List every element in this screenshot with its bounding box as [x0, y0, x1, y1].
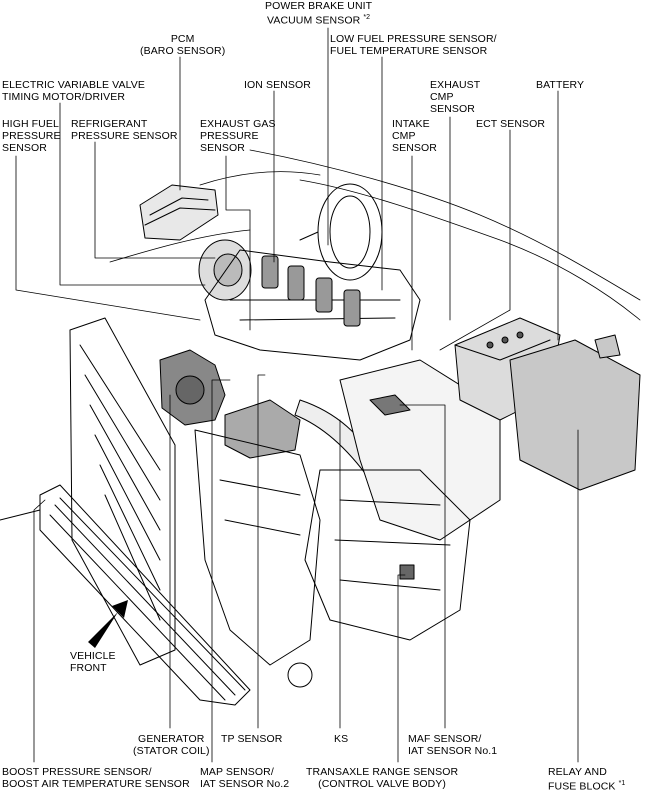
label-line: TRANSAXLE RANGE SENSOR [306, 766, 459, 778]
label-line: INTAKE [392, 118, 430, 130]
label-line: GENERATOR [138, 733, 205, 745]
label-intake-cmp-sensor: INTAKE CMP SENSOR [392, 118, 437, 154]
label-line: RELAY AND [548, 766, 607, 778]
label-line: BOOST AIR TEMPERATURE SENSOR [2, 778, 190, 790]
vvt-motor [198, 239, 252, 301]
vehicle-front-arrow [88, 600, 128, 648]
label-ect-sensor: ECT SENSOR [476, 118, 545, 130]
label-line: (CONTROL VALVE BODY) [318, 778, 446, 790]
label-line: EXHAUST GAS [200, 118, 276, 130]
leader-lines [15, 27, 579, 763]
label-map-sensor: MAP SENSOR/ IAT SENSOR No.2 [200, 766, 289, 790]
label-exhaust-cmp-sensor: EXHAUST CMP SENSOR [430, 79, 480, 115]
label-line: PCM [170, 33, 195, 45]
label-line: SENSOR [392, 142, 437, 154]
label-line: CMP [430, 91, 454, 103]
label-line: MAF SENSOR/ [408, 733, 482, 745]
label-power-brake-unit-vacuum-sensor: POWER BRAKE UNIT VACUUM SENSOR *2 [265, 0, 372, 27]
label-line: PRESSURE [2, 130, 61, 142]
label-maf-sensor: MAF SENSOR/ IAT SENSOR No.1 [408, 733, 497, 757]
label-line: TP SENSOR [221, 733, 283, 745]
label-line: REFRIGERANT [71, 118, 148, 130]
label-ks: KS [334, 733, 348, 745]
label-tp-sensor: TP SENSOR [221, 733, 282, 745]
label-line: FRONT [70, 662, 107, 674]
label-text: FUSE BLOCK [548, 780, 616, 790]
label-line: POWER BRAKE UNIT [265, 0, 373, 12]
label-line: BOOST PRESSURE SENSOR/ [2, 766, 152, 778]
label-line: BATTERY [536, 79, 585, 91]
label-battery: BATTERY [536, 79, 584, 91]
intake-assembly [224, 399, 381, 481]
radiator [69, 317, 176, 666]
label-line: FUEL TEMPERATURE SENSOR [330, 45, 488, 57]
label-line: MAP SENSOR/ [200, 766, 274, 778]
footnote-marker: *1 [618, 780, 626, 787]
body-outline [109, 149, 641, 321]
label-line: SENSOR [200, 142, 245, 154]
label-line: HIGH FUEL [2, 118, 59, 130]
label-generator: GENERATOR (STATOR COIL) [133, 733, 210, 757]
label-line: (BARO SENSOR) [140, 45, 226, 57]
label-vehicle-front: VEHICLE FRONT [70, 650, 116, 674]
label-line: LOW FUEL PRESSURE SENSOR/ [330, 33, 497, 45]
engine-block [194, 429, 321, 688]
relay-fuse-block [509, 334, 641, 491]
label-line: ECT SENSOR [476, 118, 546, 130]
label-ion-sensor: ION SENSOR [244, 79, 311, 91]
label-transaxle-range-sensor: TRANSAXLE RANGE SENSOR (CONTROL VALVE BO… [306, 766, 458, 790]
label-line: PRESSURE SENSOR [71, 130, 178, 142]
label-line: EXHAUST [430, 79, 481, 91]
label-text: VACUUM SENSOR [267, 14, 361, 27]
label-high-fuel-pressure-sensor: HIGH FUEL PRESSURE SENSOR [2, 118, 61, 154]
label-line: ION SENSOR [244, 79, 311, 91]
label-line: ELECTRIC VARIABLE VALVE [2, 79, 145, 91]
generator [159, 349, 226, 426]
label-line: PRESSURE [200, 130, 259, 142]
cylinder-head [204, 249, 421, 361]
brake-booster [299, 183, 383, 281]
label-line: IAT SENSOR No.1 [408, 745, 498, 757]
label-boost-pressure-sensor: BOOST PRESSURE SENSOR/ BOOST AIR TEMPERA… [2, 766, 190, 790]
label-refrigerant-pressure-sensor: REFRIGERANT PRESSURE SENSOR [71, 118, 178, 142]
label-pcm: PCM (BARO SENSOR) [140, 33, 225, 57]
label-relay-and-fuse-block: RELAY AND FUSE BLOCK *1 [548, 766, 625, 790]
label-line: SENSOR [2, 142, 47, 154]
label-line: VACUUM SENSOR *2 [265, 12, 372, 27]
label-line: SENSOR [430, 103, 475, 115]
transaxle [304, 469, 471, 641]
label-line: IAT SENSOR No.2 [200, 778, 290, 790]
label-electric-vvt: ELECTRIC VARIABLE VALVE TIMING MOTOR/DRI… [2, 79, 145, 103]
label-line: FUSE BLOCK *1 [548, 778, 625, 790]
label-line: VEHICLE [70, 650, 116, 662]
label-line: TIMING MOTOR/DRIVER [2, 91, 126, 103]
pcm-module [139, 184, 219, 241]
footnote-marker: *2 [363, 14, 371, 21]
label-exhaust-gas-pressure-sensor: EXHAUST GAS PRESSURE SENSOR [200, 118, 276, 154]
label-line: (STATOR COIL) [133, 745, 210, 757]
label-line: CMP [392, 130, 416, 142]
label-line: KS [334, 733, 349, 745]
intercooler [0, 484, 251, 706]
label-low-fuel-pressure-sensor: LOW FUEL PRESSURE SENSOR/ FUEL TEMPERATU… [330, 33, 497, 57]
ignition-coils [261, 255, 361, 327]
